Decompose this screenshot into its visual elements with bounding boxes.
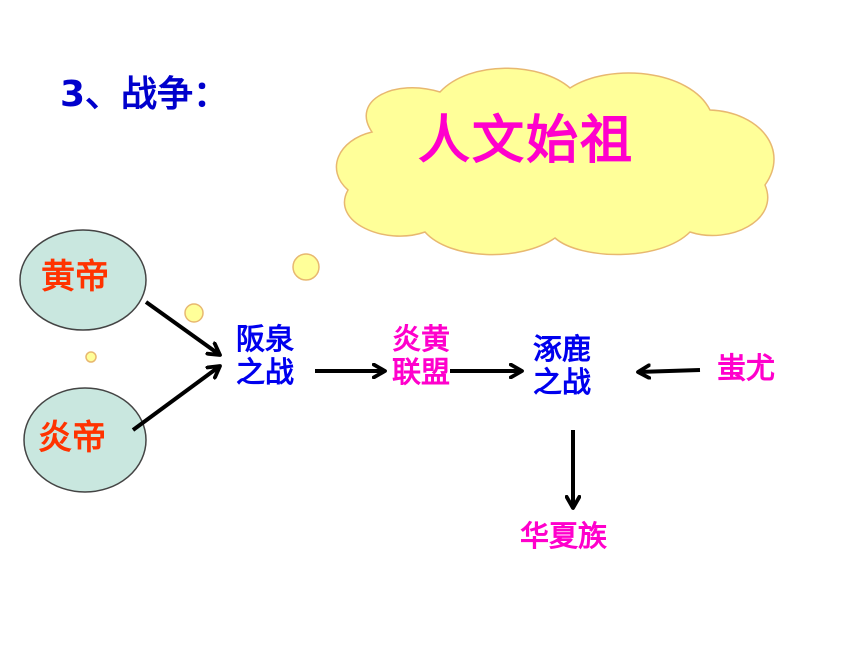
thought-cloud [335,67,775,256]
chiyou-label: 蚩尤 [717,351,776,385]
yandi-ellipse [23,387,147,493]
arrow-chiyou-to-zhuolu [638,370,701,372]
thought-bubble-large [292,253,320,281]
huaxia-label: 华夏族 [520,519,608,553]
banquan-battle-label: 阪泉 之战 [236,322,295,390]
arrow-yandi-to-banquan [131,366,220,432]
thought-bubble-medium [184,303,204,323]
zhuolu-battle-label: 涿鹿 之战 [533,332,592,400]
arrow-huangdi-to-banquan [144,300,220,355]
cloud-label: 人文始祖 [418,111,635,171]
huangdi-ellipse [19,229,147,331]
thought-bubble-small [85,351,97,363]
section-heading: 3、战争： [60,74,230,115]
yanhuang-alliance-label: 炎黄 联盟 [392,322,451,390]
huangdi-label: 黄帝 [41,257,109,297]
yandi-label: 炎帝 [38,418,106,458]
